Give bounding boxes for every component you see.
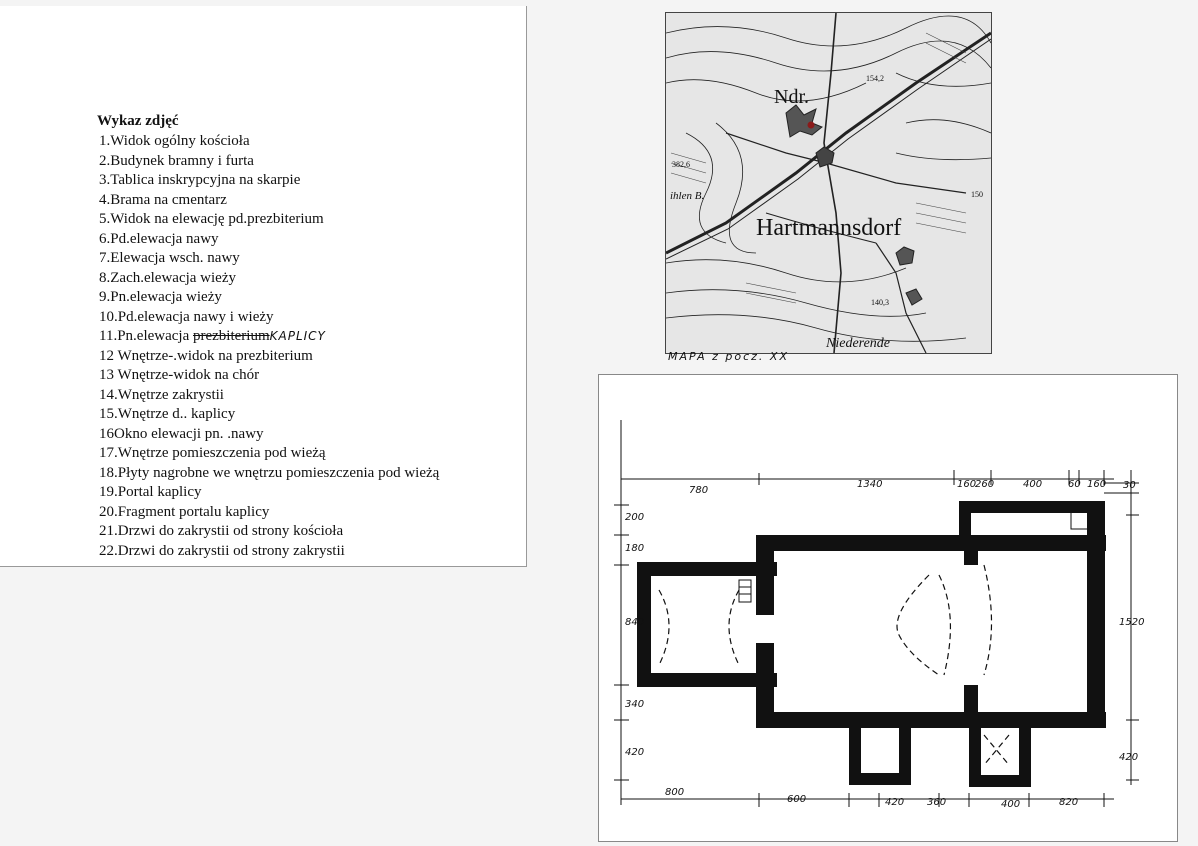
plan-dim-top: 60 <box>1068 479 1081 490</box>
church-marker <box>807 121 815 129</box>
plan-dim-bottom: 420 <box>885 797 904 808</box>
photo-item: 3.Tablica inskrypcyjna na skarpie <box>99 172 301 188</box>
plan-dim-top: 400 <box>1023 479 1042 490</box>
plan-dim-bottom: 600 <box>787 794 806 805</box>
photo-item: 18.Płyty nagrobne we wnętrzu pomieszczen… <box>99 464 440 481</box>
photo-item: 9.Pn.elewacja wieży <box>99 289 222 305</box>
photo-item: 4.Brama na cmentarz <box>99 191 227 208</box>
handwritten-correction: KAPLICY <box>269 329 326 343</box>
plan-dim-left: 840 <box>625 617 644 628</box>
plan-dim-left: 200 <box>625 512 644 523</box>
plan-dim-left: 340 <box>625 699 644 710</box>
map-elevation: 140,3 <box>871 298 889 307</box>
plan-dim-right: 420 <box>1119 752 1138 763</box>
photo-item: 22.Drzwi do zakrystii od strony zakrysti… <box>99 542 345 559</box>
photo-item: 17.Wnętrze pomieszczenia pod wieżą <box>99 445 326 461</box>
plan-dim-top: 1340 <box>857 479 882 490</box>
plan-dim-top: 160 <box>957 479 976 490</box>
plan-dim-left: 180 <box>625 543 644 554</box>
historic-map: Ndr. Hartmannsdorf Niederende ihlen B. 1… <box>665 12 992 354</box>
photo-item: 19.Portal kaplicy <box>99 484 202 500</box>
map-label-ndr: Ndr. <box>774 86 809 108</box>
map-label-niederende: Niederende <box>825 336 890 351</box>
photo-item: 1.Widok ogólny kościoła <box>99 133 250 149</box>
plan-dim-right: 1520 <box>1119 617 1144 628</box>
floor-plan-sheet: 780 1340 160 260 400 60 160 30 1520 420 … <box>598 374 1178 842</box>
photo-list-title: Wykaz zdjęć <box>97 113 179 129</box>
church-floor-plan: 780 1340 160 260 400 60 160 30 1520 420 … <box>614 420 1144 810</box>
photo-list: 1.Widok ogólny kościoła 2.Budynek bramny… <box>99 132 439 561</box>
photo-item: 5.Widok na elewację pd.prezbiterium <box>99 211 324 227</box>
photo-item: 8.Zach.elewacja wieży <box>99 269 236 286</box>
photo-item: 7.Elewacja wsch. nawy <box>99 250 240 266</box>
plan-dim-right: 30 <box>1123 480 1136 491</box>
plan-dim-bottom: 800 <box>665 787 684 798</box>
photo-item: 13 Wnętrze-widok na chór <box>99 367 260 383</box>
map-drawing: Ndr. Hartmannsdorf Niederende ihlen B. 1… <box>666 13 991 353</box>
photo-item: 6.Pd.elewacja nawy <box>99 230 219 247</box>
photo-item-11-text: 11.Pn.elewacja <box>99 328 190 344</box>
photo-item: 2.Budynek bramny i furta <box>99 152 254 169</box>
map-elevation: 154,2 <box>866 74 884 83</box>
struck-text: prezbiterium <box>193 328 270 344</box>
plan-dim-bottom: 820 <box>1059 797 1078 808</box>
photo-item: 21.Drzwi do zakrystii od strony kościoła <box>99 523 344 539</box>
plan-dim-bottom: 360 <box>927 797 946 808</box>
photo-item: 14.Wnętrze zakrystii <box>99 386 224 403</box>
photo-list-sheet: Wykaz zdjęć 1.Widok ogólny kościoła 2.Bu… <box>0 6 527 567</box>
plan-walls <box>637 501 1106 787</box>
photo-item: 10.Pd.elewacja nawy i wieży <box>99 308 274 325</box>
plan-dim-left: 420 <box>625 747 644 758</box>
plan-dim-top: 260 <box>975 479 994 490</box>
map-label-hill: ihlen B. <box>670 190 704 202</box>
map-elevation: 150 <box>971 190 983 199</box>
photo-item: 15.Wnętrze d.. kaplicy <box>99 406 236 422</box>
map-caption: MAPA z pocz. XX <box>668 350 789 363</box>
plan-dim-top: 780 <box>689 485 708 496</box>
photo-item: 20.Fragment portalu kaplicy <box>99 503 270 520</box>
plan-vaults <box>658 564 1010 766</box>
plan-dim-bottom: 400 <box>1001 799 1020 810</box>
map-label-hartmannsdorf: Hartmannsdorf <box>756 215 901 241</box>
map-elevation: 382,6 <box>672 160 690 169</box>
photo-item-11: 11.Pn.elewacja prezbiteriumKAPLICY <box>99 327 439 347</box>
photo-item: 16Okno elewacji pn. .nawy <box>99 425 264 442</box>
plan-dim-top: 160 <box>1087 479 1106 490</box>
photo-item: 12 Wnętrze-.widok na prezbiterium <box>99 347 313 364</box>
